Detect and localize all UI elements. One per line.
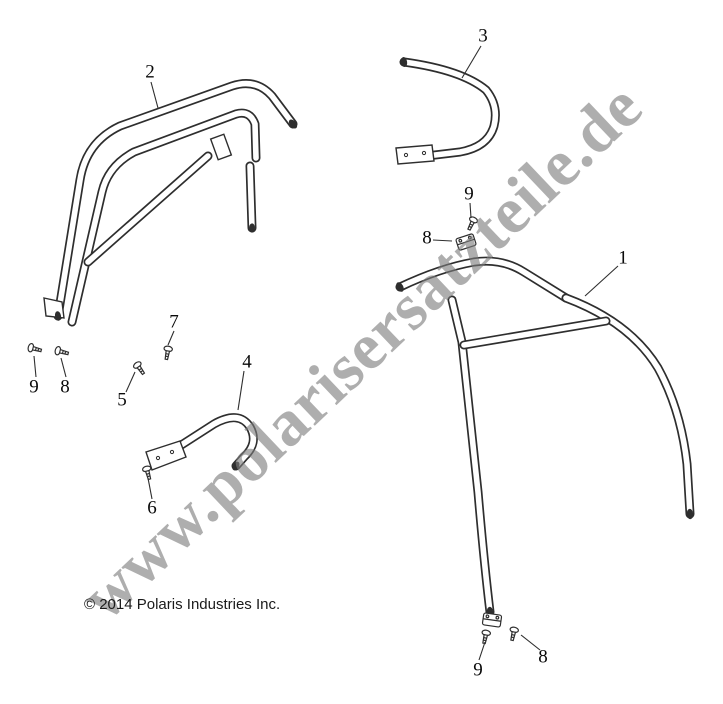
callout-8-bottom: 8 bbox=[538, 646, 548, 668]
part-2-drawing bbox=[43, 84, 299, 322]
part-1-drawing bbox=[395, 261, 694, 618]
bolt-bottom-a bbox=[479, 628, 492, 645]
callout-9-bottom: 9 bbox=[473, 659, 483, 681]
callout-2: 2 bbox=[145, 61, 155, 83]
callout-3: 3 bbox=[478, 25, 488, 47]
callout-9-left: 9 bbox=[29, 376, 39, 398]
bolt-7 bbox=[161, 344, 174, 361]
part-4-drawing bbox=[145, 418, 253, 471]
callout-4: 4 bbox=[242, 351, 252, 373]
callout-7: 7 bbox=[169, 311, 179, 333]
callout-6: 6 bbox=[147, 497, 157, 519]
clamp-bottom bbox=[481, 612, 503, 628]
bolt-left-a bbox=[26, 342, 43, 356]
callout-8-left: 8 bbox=[60, 376, 70, 398]
callout-1: 1 bbox=[618, 247, 628, 269]
bolt-bottom-b bbox=[507, 625, 520, 642]
callout-8-top: 8 bbox=[422, 227, 432, 249]
clamp-top bbox=[454, 232, 478, 252]
leader-lines bbox=[33, 45, 619, 661]
copyright-text: © 2014 Polaris Industries Inc. bbox=[84, 596, 281, 613]
bolt-top bbox=[464, 215, 480, 232]
callout-5: 5 bbox=[117, 389, 127, 411]
part-3-drawing bbox=[395, 57, 495, 165]
bolt-left-b bbox=[53, 345, 70, 359]
hardware-fasteners bbox=[26, 215, 520, 645]
callout-9-top: 9 bbox=[464, 183, 474, 205]
